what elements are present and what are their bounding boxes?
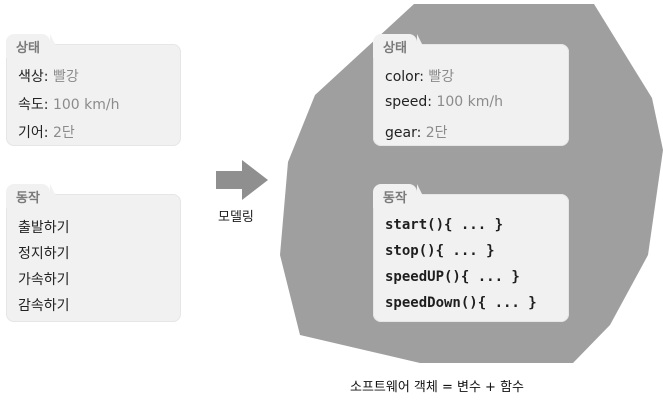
left-behavior-item: 정지하기 <box>18 246 70 262</box>
left-behavior-item: 출발하기 <box>18 220 70 236</box>
method-start: start(){ ... } <box>385 217 504 233</box>
left-state-card: 상태 색상: 빨강 속도: 100 km/h 기어: 2단 <box>6 34 181 146</box>
left-state-row-color: 색상: 빨강 <box>18 69 79 85</box>
left-state-tab: 상태 <box>6 34 62 58</box>
left-behavior-title: 동작 <box>16 191 40 206</box>
right-state-row-color: color: 빨강 <box>385 69 455 85</box>
caption: 소프트웨어 객체 = 변수 + 함수 <box>350 380 525 395</box>
left-state-title: 상태 <box>16 41 40 56</box>
left-behavior-tab: 동작 <box>6 184 62 208</box>
left-behavior-item: 가속하기 <box>18 272 70 288</box>
method-speedup: speedUP(){ ... } <box>385 269 520 285</box>
method-speeddown: speedDown(){ ... } <box>385 295 537 311</box>
right-behavior-title: 동작 <box>383 191 407 206</box>
left-behavior-card: 동작 출발하기 정지하기 가속하기 감속하기 <box>6 184 181 322</box>
left-state-row-speed: 속도: 100 km/h <box>18 97 120 113</box>
right-state-row-speed: speed: 100 km/h <box>385 94 503 110</box>
right-behavior-card: 동작 start(){ ... } stop(){ ... } speedUP(… <box>373 184 569 322</box>
right-state-tab: 상태 <box>373 34 429 58</box>
right-state-title: 상태 <box>383 41 407 56</box>
left-state-row-gear: 기어: 2단 <box>18 125 75 141</box>
modeling-arrow-icon <box>216 160 268 200</box>
modeling-label: 모델링 <box>218 210 254 225</box>
method-stop: stop(){ ... } <box>385 243 495 259</box>
right-state-card: 상태 color: 빨강 speed: 100 km/h gear: 2단 <box>373 34 569 146</box>
right-state-row-gear: gear: 2단 <box>385 125 448 141</box>
left-behavior-item: 감속하기 <box>18 298 70 314</box>
right-behavior-tab: 동작 <box>373 184 429 208</box>
